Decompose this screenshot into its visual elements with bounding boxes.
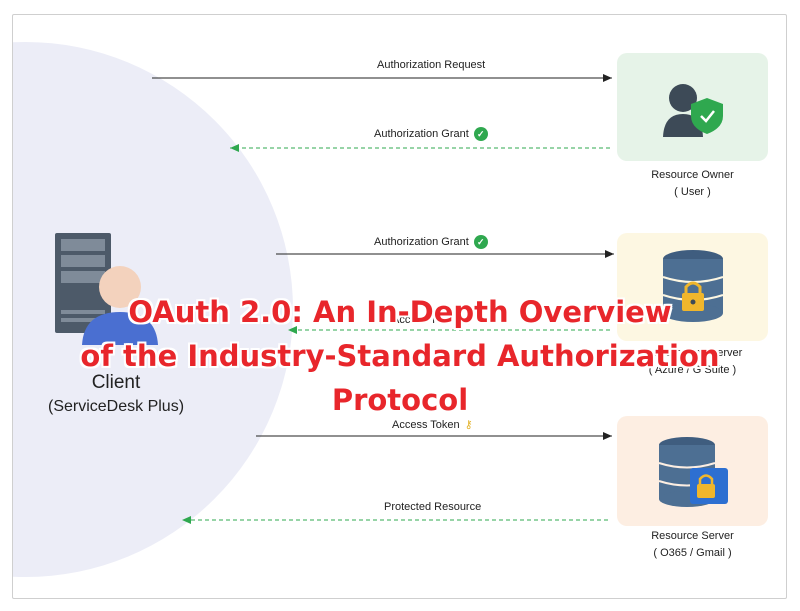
headline-line-3: Protocol [331, 383, 469, 417]
user-avatar-icon [82, 266, 158, 345]
server-icon [55, 233, 111, 333]
resource-owner-caption: Resource Owner ( User ) [651, 169, 734, 198]
user-shield-icon [663, 84, 723, 137]
client-caption: Client (ServiceDesk Plus) [47, 372, 185, 415]
headline-line-1: OAuth 2.0: An In-Depth Overview [128, 295, 672, 329]
label-access-token-return: Access Token ⚷ [392, 313, 473, 327]
resource-server-caption: Resource Server ( O365 / Gmail ) [651, 530, 734, 559]
key-icon: ⚷ [464, 314, 473, 326]
page-headline: OAuth 2.0: An In-Depth Overview of the I… [0, 290, 800, 422]
diagram-frame [12, 14, 787, 599]
label-authorization-grant-return: Authorization Grant ✓ [374, 127, 488, 141]
label-access-token-forward: Access Token ⚷ [392, 418, 473, 432]
key-icon: ⚷ [464, 419, 473, 431]
headline-line-2: of the Industry-Standard Authorization [80, 339, 720, 373]
label-authorization-request: Authorization Request [377, 59, 486, 71]
database-folder-lock-icon [658, 437, 728, 507]
authorization-server-caption: Authorization Server ( Azure / G Suite ) [642, 347, 743, 376]
check-icon: ✓ [473, 127, 488, 141]
label-authorization-grant-forward: Authorization Grant ✓ [374, 235, 488, 249]
database-lock-icon [662, 250, 724, 322]
check-icon: ✓ [473, 235, 488, 249]
label-protected-resource: Protected Resource [384, 501, 482, 513]
